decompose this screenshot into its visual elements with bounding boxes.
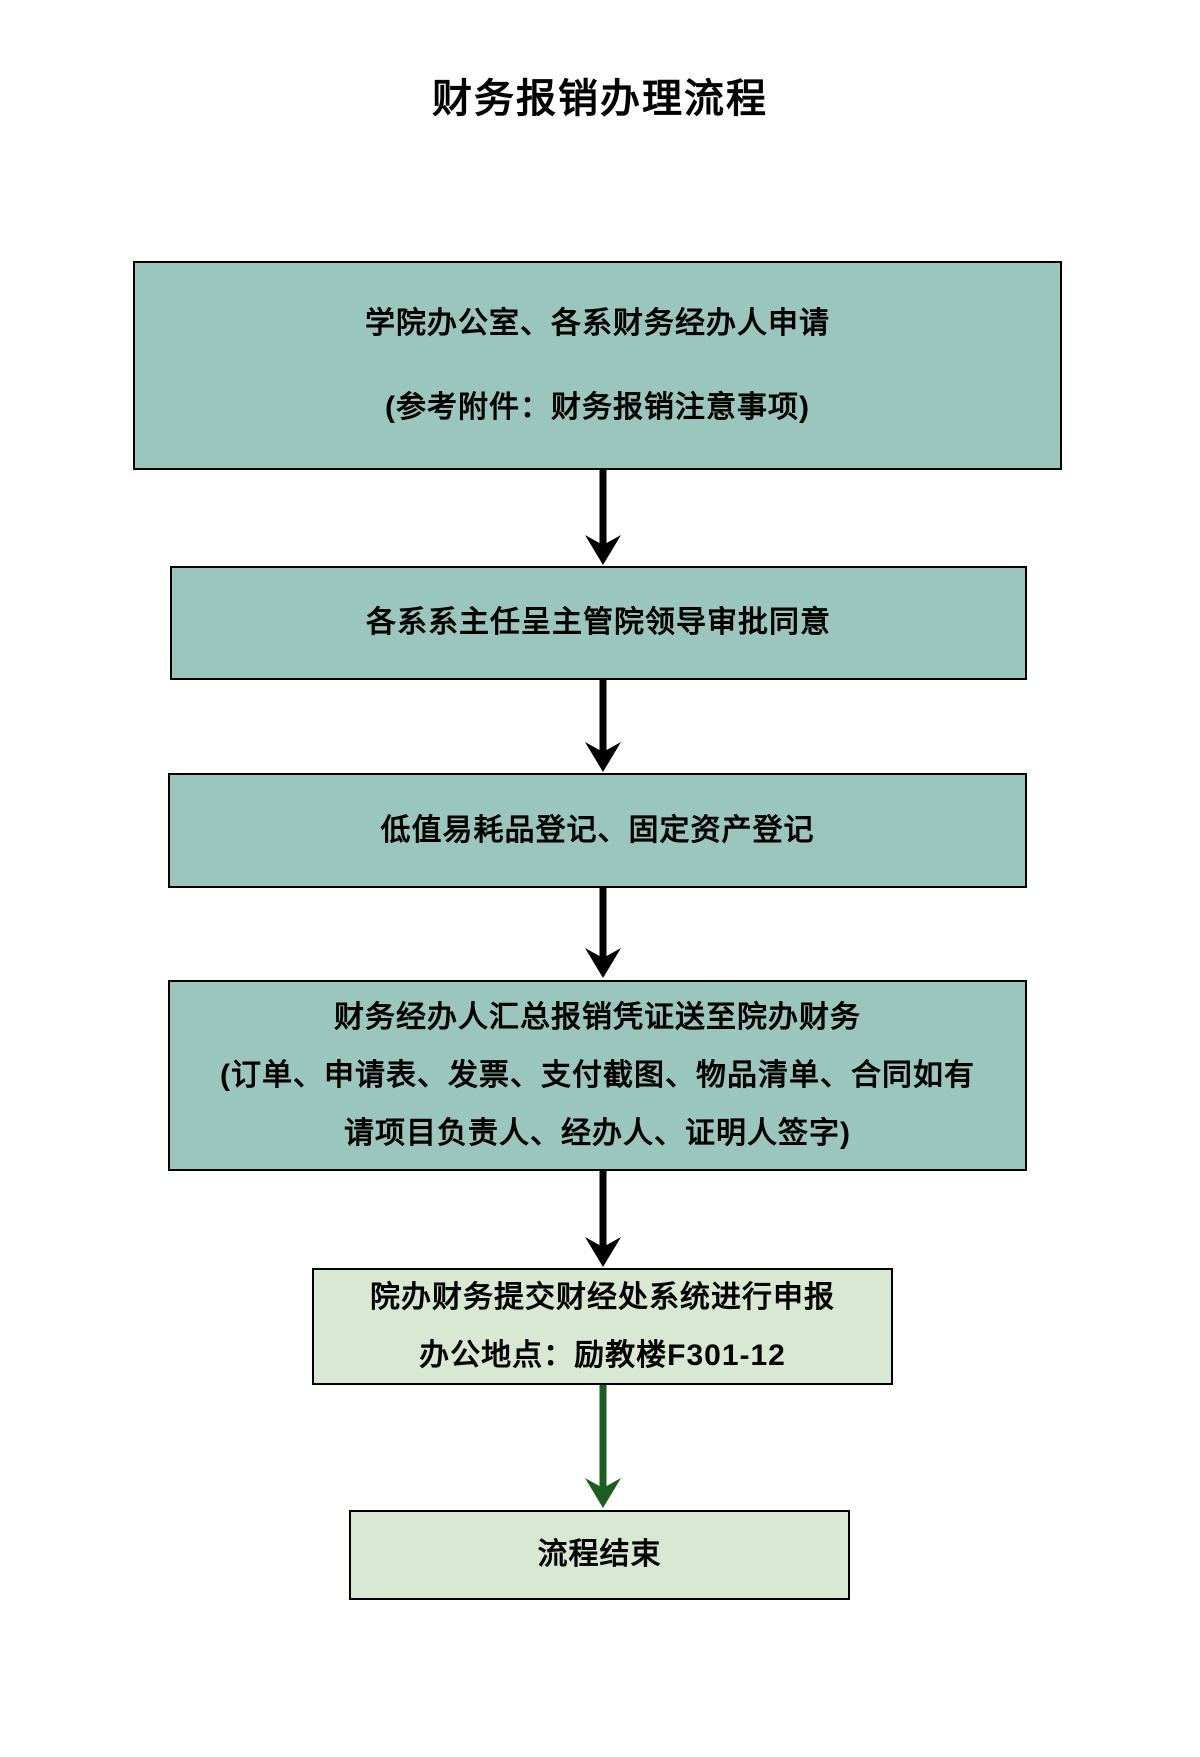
- step-text: 办公地点：励教楼F301-12: [419, 1338, 786, 1372]
- flow-arrow-2-icon: [585, 680, 621, 772]
- step-text: 院办财务提交财经处系统进行申报: [370, 1280, 835, 1314]
- step-text: (参考附件：财务报销注意事项): [385, 390, 810, 424]
- flow-arrow-3-icon: [585, 888, 621, 978]
- flow-step-declare: 院办财务提交财经处系统进行申报 办公地点：励教楼F301-12: [312, 1268, 893, 1385]
- flow-step-end: 流程结束: [349, 1510, 850, 1600]
- step-text: 流程结束: [537, 1538, 662, 1571]
- flow-arrow-5-icon: [585, 1385, 621, 1508]
- flow-step-submit-vouchers: 财务经办人汇总报销凭证送至院办财务 (订单、申请表、发票、支付截图、物品清单、合…: [168, 980, 1027, 1171]
- flow-step-approval: 各系系主任呈主管院领导审批同意: [170, 566, 1027, 680]
- flow-step-registration: 低值易耗品登记、固定资产登记: [168, 773, 1027, 888]
- page-title: 财务报销办理流程: [432, 77, 768, 121]
- flow-step-application: 学院办公室、各系财务经办人申请 (参考附件：财务报销注意事项): [133, 261, 1062, 470]
- step-text: 低值易耗品登记、固定资产登记: [380, 813, 815, 847]
- step-text: 请项目负责人、经办人、证明人签字): [344, 1116, 851, 1150]
- step-text: 财务经办人汇总报销凭证送至院办财务: [334, 1000, 861, 1034]
- step-text: 学院办公室、各系财务经办人申请: [365, 306, 830, 340]
- flow-arrow-1-icon: [585, 470, 621, 565]
- step-text: 各系系主任呈主管院领导审批同意: [366, 606, 831, 639]
- flow-arrow-4-icon: [585, 1171, 621, 1267]
- step-text: (订单、申请表、发票、支付截图、物品清单、合同如有: [220, 1058, 975, 1092]
